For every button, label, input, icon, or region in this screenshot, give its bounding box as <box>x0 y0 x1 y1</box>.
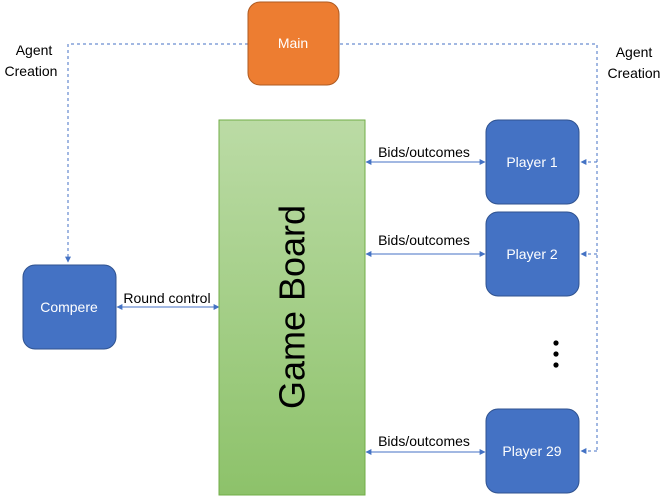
player-2-node: Player 2 <box>485 211 580 297</box>
player-29-node: Player 29 <box>485 408 580 494</box>
bids-outcomes-label-1: Bids/outcomes <box>378 144 470 160</box>
agent-creation-right-label-line2: Creation <box>608 65 661 81</box>
agent-creation-left-label-line2: Creation <box>5 63 58 79</box>
message-connectors <box>116 159 486 455</box>
player-1-label: Player 1 <box>506 154 558 170</box>
bids-outcomes-label-2: Bids/outcomes <box>378 232 470 248</box>
compere-node: Compere <box>22 264 117 350</box>
main-node: Main <box>247 1 340 86</box>
compere-label: Compere <box>40 299 98 315</box>
game-board-node: Game Board <box>218 119 366 496</box>
round-control-label: Round control <box>123 290 210 306</box>
main-label: Main <box>278 35 308 51</box>
ellipsis-icon <box>553 340 559 368</box>
main-to-players-connector <box>340 43 598 451</box>
agent-creation-connectors <box>65 43 598 454</box>
player-2-label: Player 2 <box>506 246 558 262</box>
agent-creation-left-label-line1: Agent <box>16 42 53 58</box>
player-1-node: Player 1 <box>485 119 580 205</box>
player-29-label: Player 29 <box>502 443 561 459</box>
main-to-compere-connector <box>65 43 248 263</box>
agent-creation-right-label-line1: Agent <box>616 44 653 60</box>
game-board-label: Game Board <box>272 205 313 409</box>
bids-outcomes-label-29: Bids/outcomes <box>378 433 470 449</box>
